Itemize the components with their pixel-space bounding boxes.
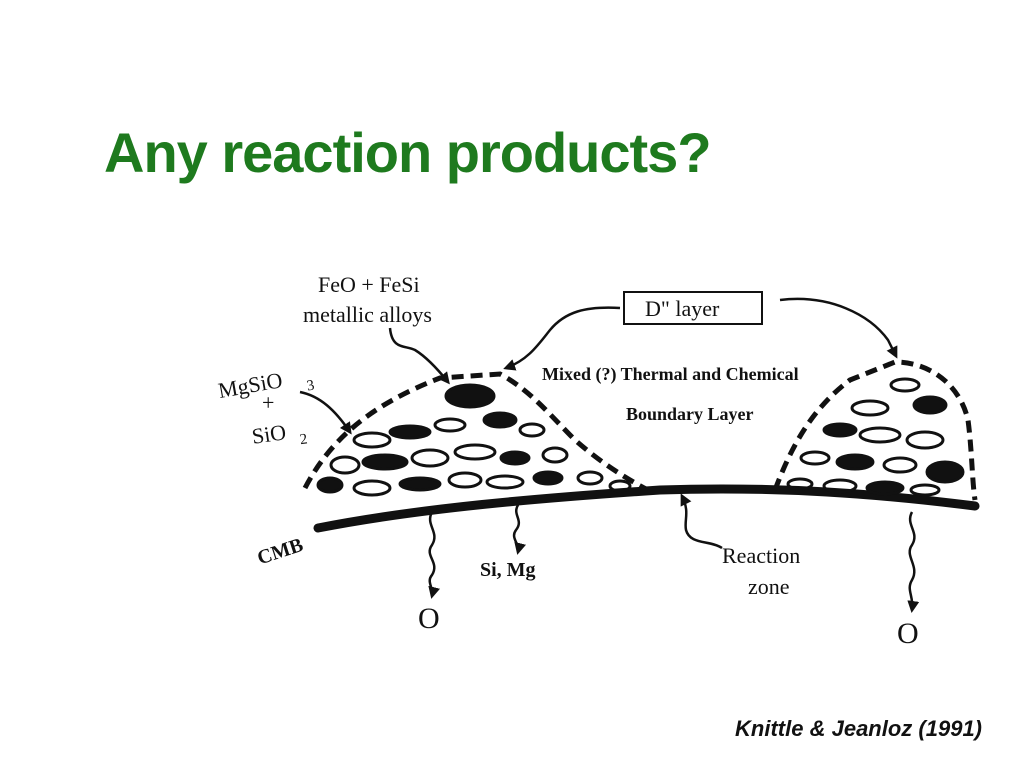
label-oxygen-left: O bbox=[418, 602, 440, 635]
label-sio2: SiO 2 bbox=[250, 419, 309, 449]
label-mixed-line1: Mixed (?) Thermal and Chemical bbox=[542, 364, 799, 385]
arrow-alloys-to-blob bbox=[388, 327, 450, 385]
arrow-oxygen-right bbox=[907, 511, 920, 613]
d-layer-box bbox=[623, 291, 763, 325]
label-reaction-line2: zone bbox=[748, 574, 790, 599]
label-si-mg: Si, Mg bbox=[480, 559, 536, 581]
label-feo-fesi: FeO + FeSi bbox=[318, 272, 420, 297]
arrow-oxygen-left bbox=[428, 511, 440, 599]
left-pile-blobs bbox=[316, 383, 632, 497]
label-sio2-sub: 2 bbox=[299, 431, 309, 448]
label-mgsio3-sub: 3 bbox=[306, 378, 316, 395]
label-d-layer: D" layer bbox=[645, 296, 720, 321]
label-sio2-main: SiO bbox=[250, 419, 287, 449]
label-plus: + bbox=[262, 390, 274, 415]
citation: Knittle & Jeanloz (1991) bbox=[735, 716, 982, 741]
arrow-si-mg bbox=[512, 504, 526, 555]
label-oxygen-right: O bbox=[897, 617, 919, 650]
arrows bbox=[299, 297, 920, 613]
label-cmb: CMB bbox=[255, 534, 306, 569]
right-pile-outline bbox=[772, 359, 978, 501]
label-reaction-line1: Reaction bbox=[722, 543, 800, 568]
arrow-dlayer-to-left-pile bbox=[503, 306, 621, 371]
arrow-mgsio3-to-pile bbox=[299, 390, 352, 435]
right-pile-blobs bbox=[786, 377, 965, 497]
arrow-reaction-zone bbox=[680, 493, 723, 550]
label-metallic-alloys: metallic alloys bbox=[303, 302, 432, 327]
label-mixed-line2: Boundary Layer bbox=[626, 404, 754, 424]
slide-title: Any reaction products? bbox=[104, 121, 712, 184]
cmb-line bbox=[313, 484, 980, 533]
arrow-dlayer-to-right-pile bbox=[779, 297, 898, 359]
